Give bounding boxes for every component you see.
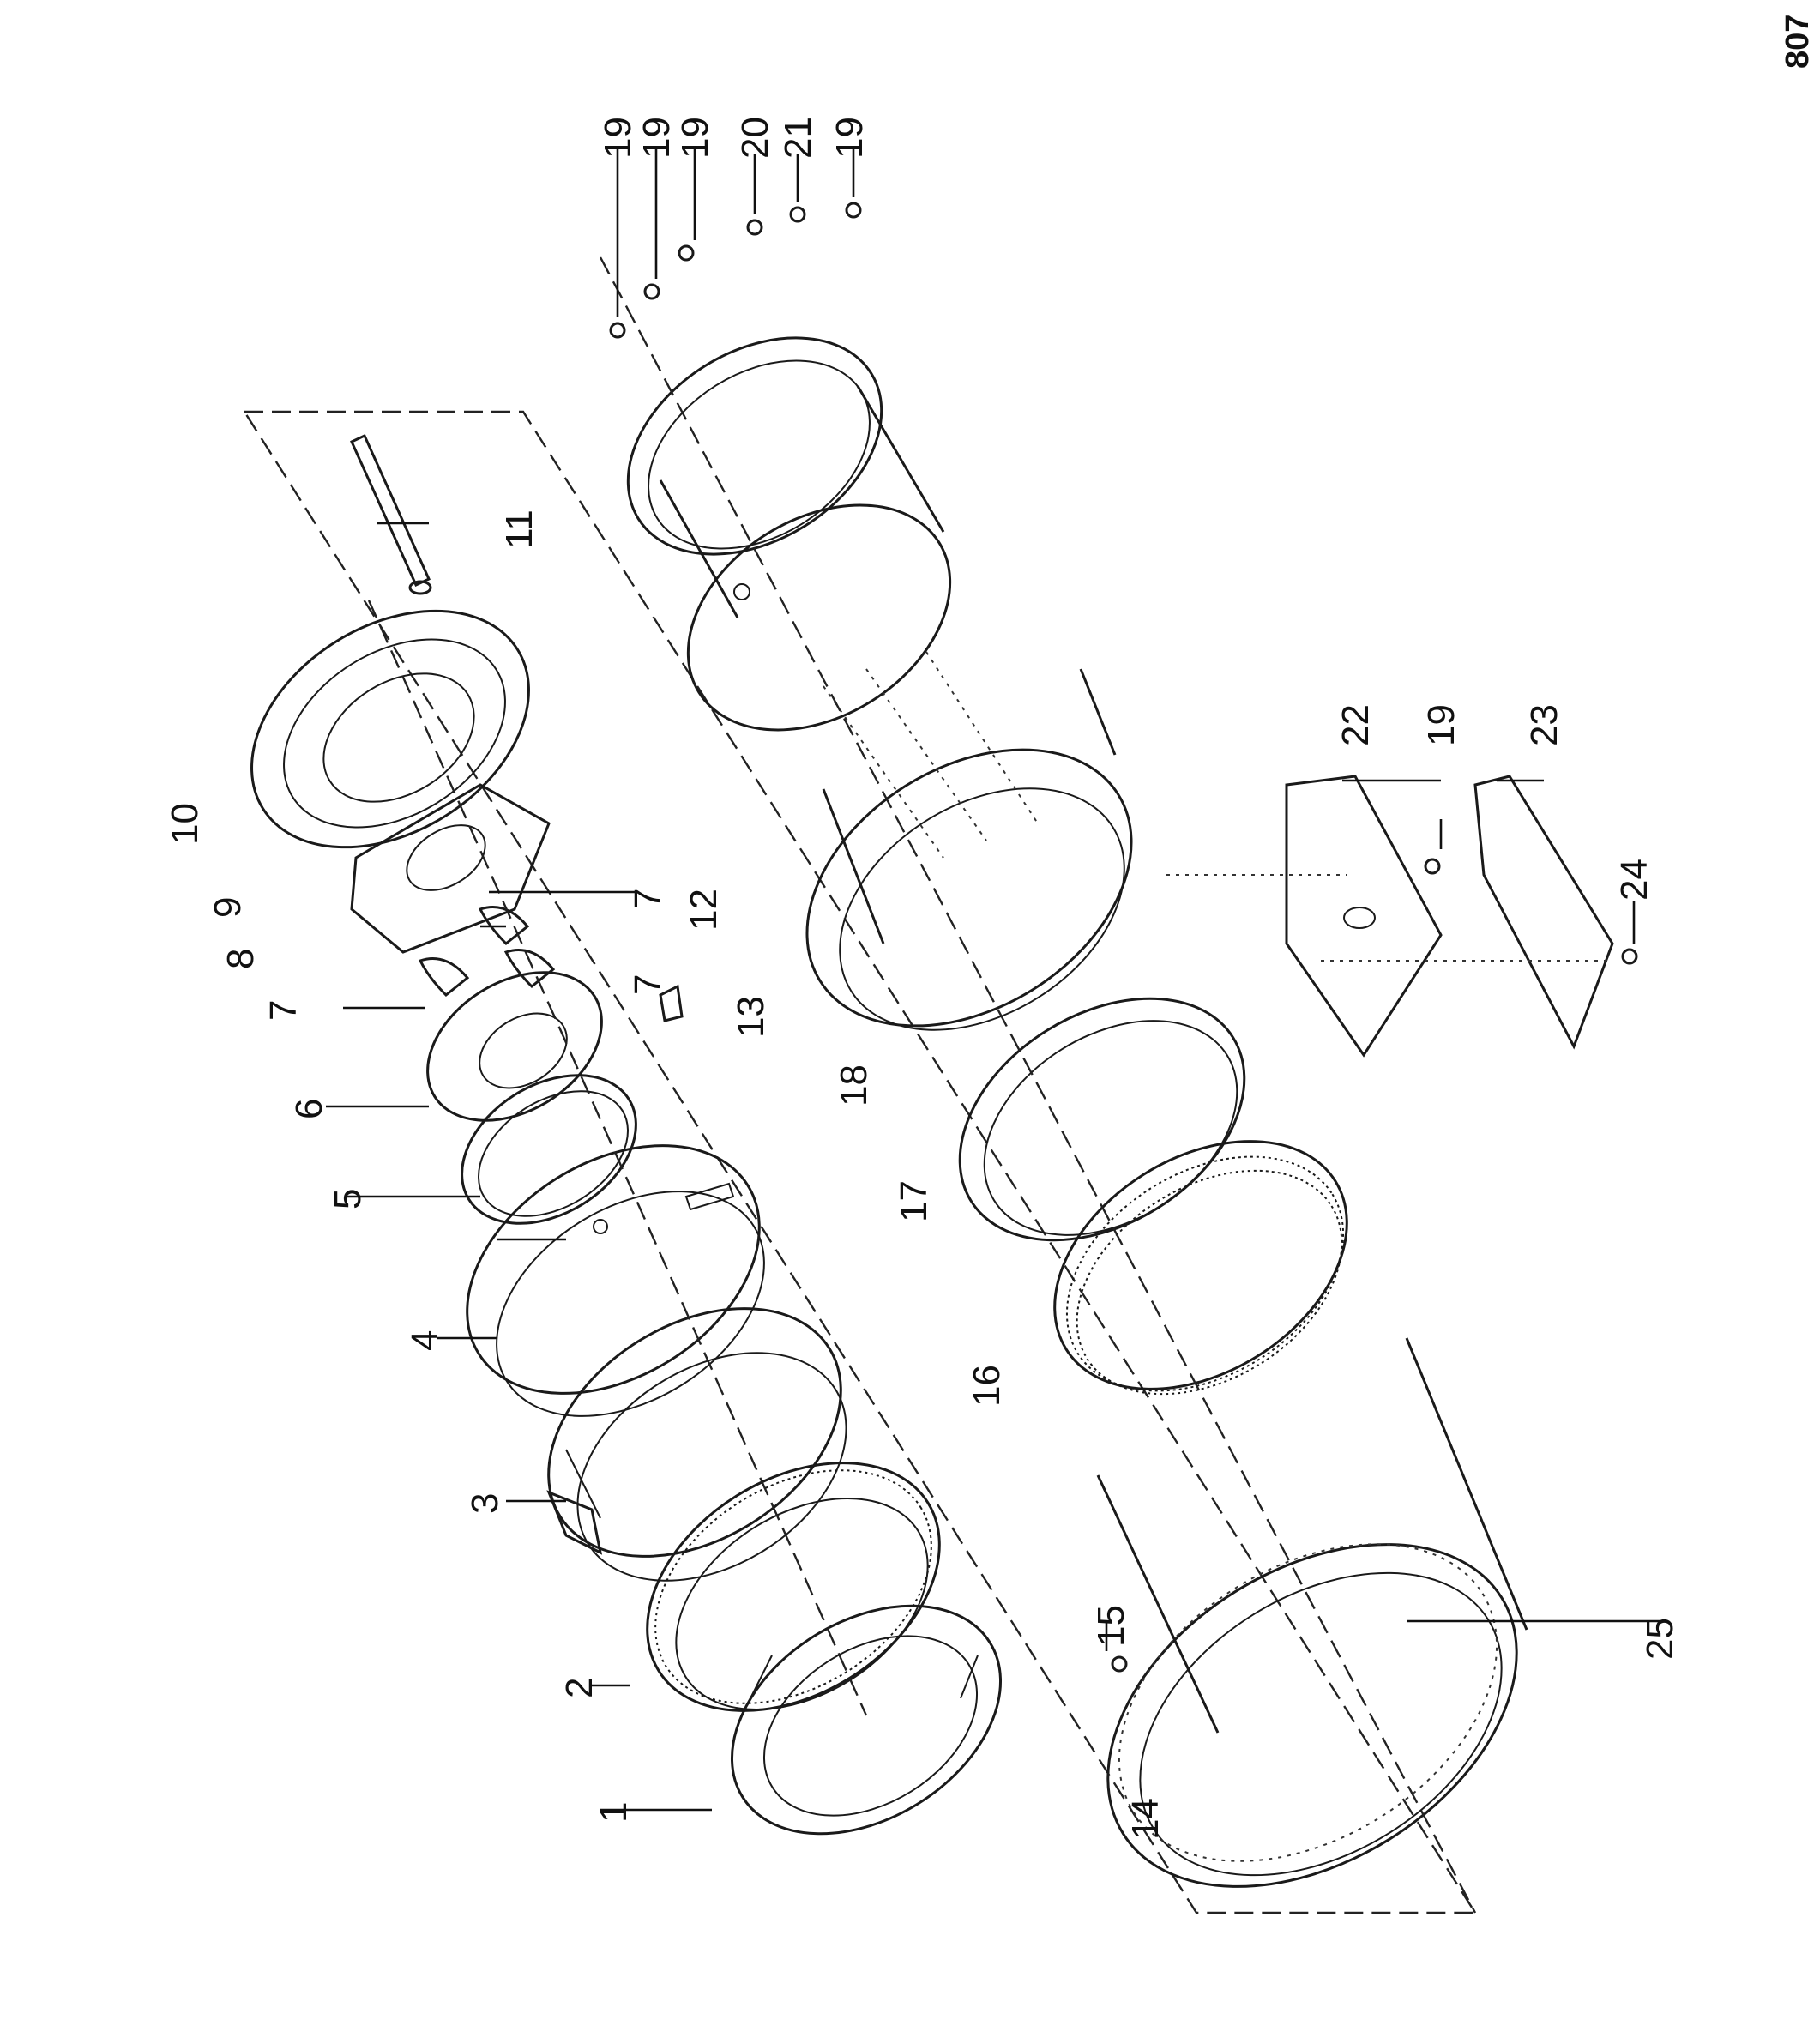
part-1-front-ring (730, 1604, 1003, 1836)
callout-3: 3 (464, 1493, 506, 1514)
part-14-front-barrel (1096, 1337, 1528, 1888)
callout-22: 22 (1335, 704, 1377, 746)
part-19-20-21-rear-flange (626, 336, 883, 556)
callout-11: 11 (498, 510, 540, 549)
callout-8: 8 (220, 949, 262, 969)
callout-23: 23 (1523, 704, 1565, 746)
part-6-plate (426, 971, 603, 1122)
callout-24: 24 (1613, 859, 1655, 901)
callout-14: 14 (1124, 1798, 1166, 1840)
callout-21: 21 (777, 117, 819, 159)
part-8-9-diaphragm-plate (350, 783, 551, 954)
callout-10: 10 (164, 803, 206, 845)
callout-1: 1 (593, 1802, 635, 1823)
callout-19-e: 19 (1420, 704, 1462, 746)
callout-labels: 1 2 3 4 5 6 7 8 9 10 7 12 7 13 11 18 17 … (164, 117, 1681, 1840)
callout-19-a: 19 (597, 117, 639, 159)
part-18-helicoid-barrel (805, 668, 1133, 1031)
part-main-tube (659, 385, 952, 732)
callout-25: 25 (1639, 1618, 1681, 1660)
part-16-knurled-grip (1053, 1140, 1348, 1396)
callout-13: 13 (730, 996, 772, 1038)
part-22-mount-block (1285, 775, 1443, 1058)
callout-7-c: 7 (627, 974, 669, 995)
part-13-screw (659, 984, 684, 1022)
part-17-ring (958, 997, 1246, 1242)
assembly-boundary (242, 410, 1478, 1914)
part-5-retaining-ring (461, 1074, 637, 1225)
callout-7-a: 7 (262, 1000, 304, 1021)
callout-19-b: 19 (636, 117, 678, 159)
callout-9: 9 (207, 897, 249, 918)
part-4-outer-barrel (466, 1144, 765, 1417)
callout-20: 20 (734, 117, 776, 159)
callout-18: 18 (833, 1064, 875, 1106)
part-2-focus-gear-ring (646, 1462, 941, 1712)
callout-19-c: 19 (674, 117, 716, 159)
callout-19-d: 19 (829, 117, 871, 159)
callout-2: 2 (558, 1678, 600, 1698)
screws (609, 202, 1638, 1673)
leader-lines (326, 146, 1660, 1812)
callout-17: 17 (893, 1180, 935, 1222)
callout-5: 5 (327, 1189, 369, 1209)
callout-12: 12 (683, 889, 725, 931)
callout-15: 15 (1090, 1605, 1132, 1647)
part-23-plate (1473, 775, 1614, 1050)
part-10-rear-mount (250, 609, 530, 849)
callout-4: 4 (404, 1330, 446, 1351)
page-number: 807 (1780, 15, 1816, 69)
callout-6: 6 (288, 1099, 330, 1119)
callout-16: 16 (966, 1365, 1008, 1407)
callout-7-b: 7 (627, 889, 669, 909)
part-11-shaft (350, 433, 432, 595)
part-3-scale-barrel (546, 1307, 847, 1582)
